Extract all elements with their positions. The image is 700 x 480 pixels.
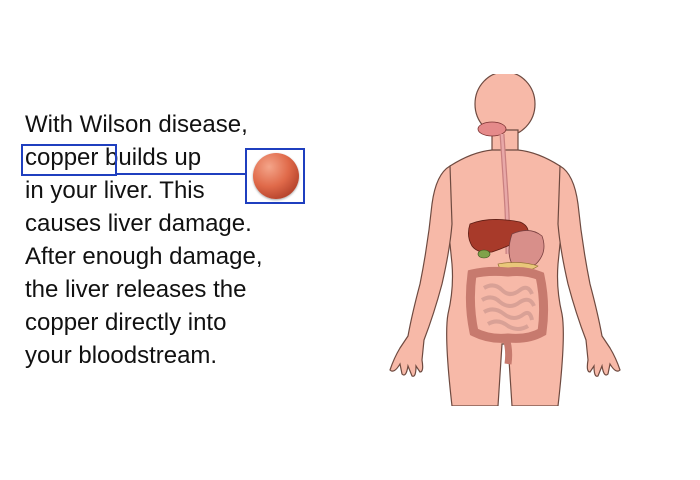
body-silhouette xyxy=(389,74,621,406)
highlight-connector-line xyxy=(117,173,245,175)
copper-particle-icon xyxy=(253,153,299,199)
human-digestive-system-illustration xyxy=(389,74,621,406)
text-line-2-rest: builds up xyxy=(98,144,202,171)
explanation-text: With Wilson disease, copper builds up in… xyxy=(25,108,325,372)
text-line-4: causes liver damage. xyxy=(25,210,252,237)
rectum xyxy=(502,336,513,365)
gallbladder xyxy=(477,249,491,259)
text-line-1: With Wilson disease, xyxy=(25,111,248,138)
text-line-8: your bloodstream. xyxy=(25,342,218,369)
text-line-7: copper directly into xyxy=(25,309,227,336)
copper-particle-highlight-box xyxy=(245,148,305,204)
large-intestine xyxy=(465,266,549,343)
small-intestine xyxy=(480,283,536,331)
text-line-6: the liver releases the xyxy=(25,276,247,303)
text-line-3: in your liver. This xyxy=(25,177,205,204)
stomach xyxy=(508,230,545,269)
highlighted-word-copper: copper xyxy=(25,144,99,171)
copper-word-highlight-box xyxy=(21,144,117,176)
mouth-cavity xyxy=(477,121,507,137)
text-line-2: copper builds up xyxy=(25,141,325,174)
text-line-5: After enough damage, xyxy=(25,243,263,270)
